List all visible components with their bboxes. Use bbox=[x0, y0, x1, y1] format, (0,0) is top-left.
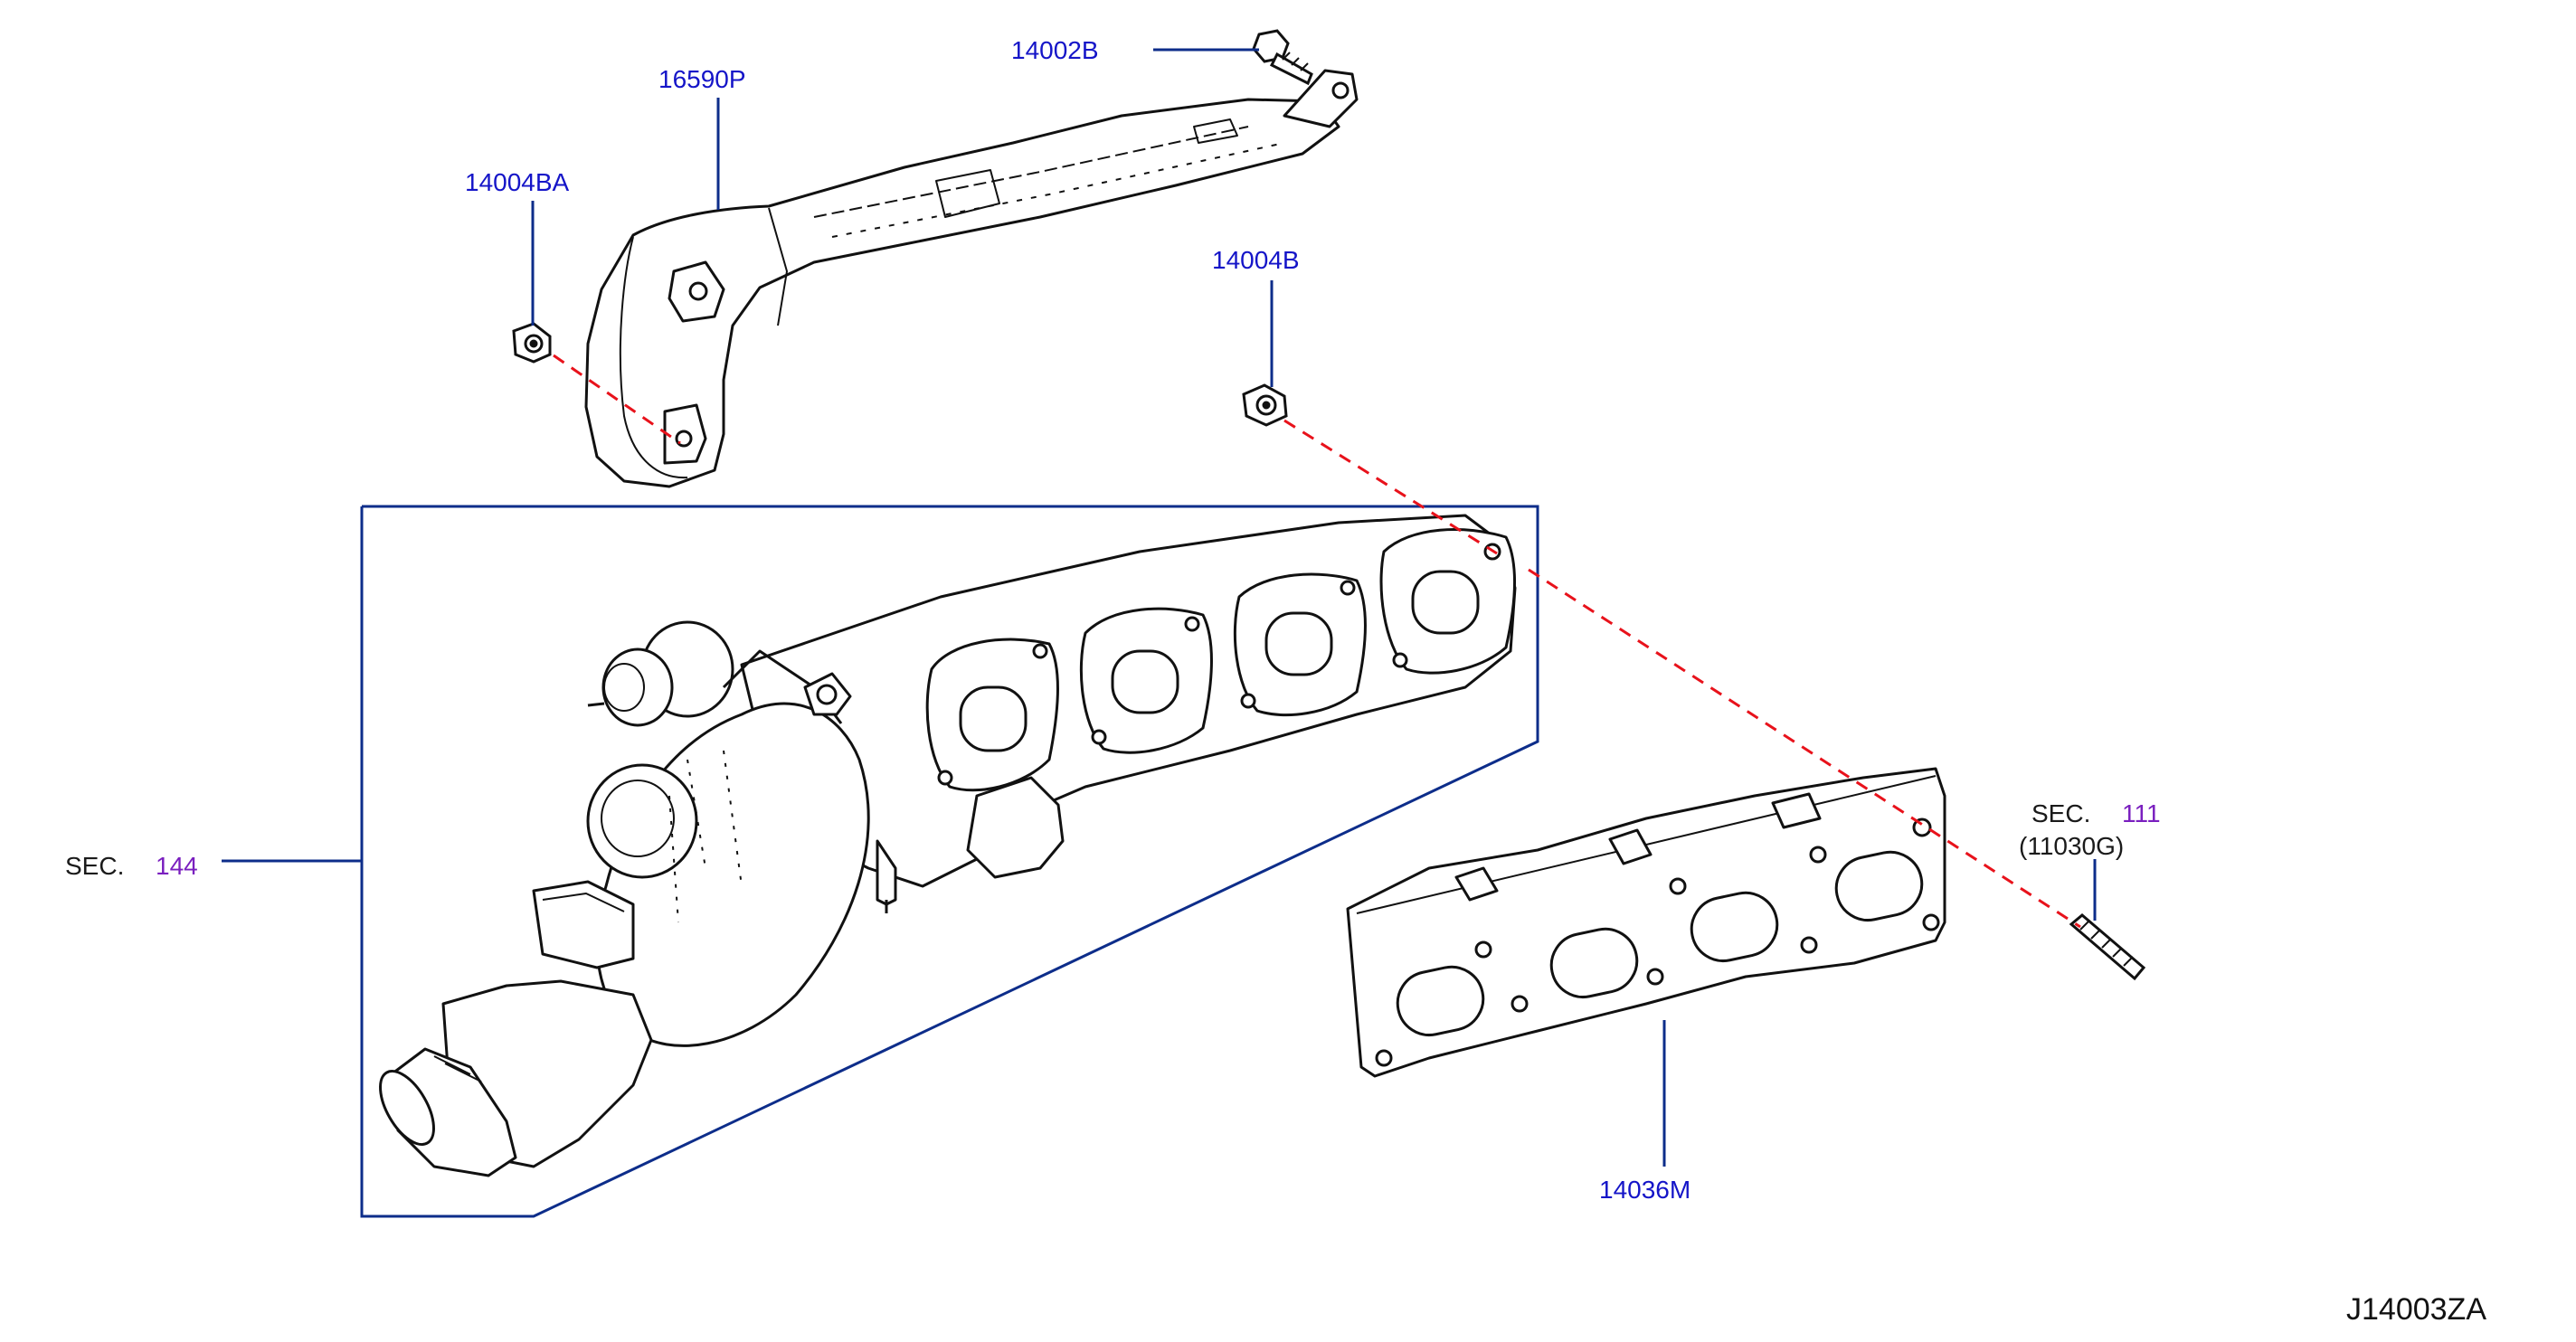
part-label-14036m: 14036M bbox=[1599, 1176, 1691, 1204]
section-144-frame bbox=[222, 505, 1539, 1218]
assembly-dashed-lines bbox=[553, 354, 2081, 929]
exhaust-manifold-gasket-14036m[interactable] bbox=[1346, 767, 1946, 1078]
section-111-number[interactable]: 111 bbox=[2122, 799, 2161, 827]
part-label-14004ba: 14004BA bbox=[465, 168, 570, 196]
part-label-14004b: 14004B bbox=[1212, 246, 1300, 274]
nut-14004ba[interactable] bbox=[512, 322, 552, 364]
nut-14004b[interactable] bbox=[1242, 383, 1288, 427]
part-label-16590p: 16590P bbox=[658, 65, 746, 93]
section-144-number[interactable]: 144 bbox=[156, 852, 198, 880]
heat-shield-16590p[interactable] bbox=[584, 69, 1359, 488]
diagram-reference-code: J14003ZA bbox=[2346, 1292, 2486, 1327]
bolt-14002b[interactable] bbox=[1252, 29, 1313, 86]
section-144-prefix: SEC. bbox=[65, 852, 125, 880]
stud-11030g[interactable] bbox=[2069, 913, 2146, 981]
section-111-prefix: SEC. bbox=[2031, 799, 2091, 827]
turbo-manifold-assembly bbox=[379, 514, 1517, 1177]
leader-lines bbox=[531, 48, 2097, 1167]
section-111-subref: (11030G) bbox=[2019, 832, 2125, 860]
part-label-14002b: 14002B bbox=[1011, 36, 1099, 64]
